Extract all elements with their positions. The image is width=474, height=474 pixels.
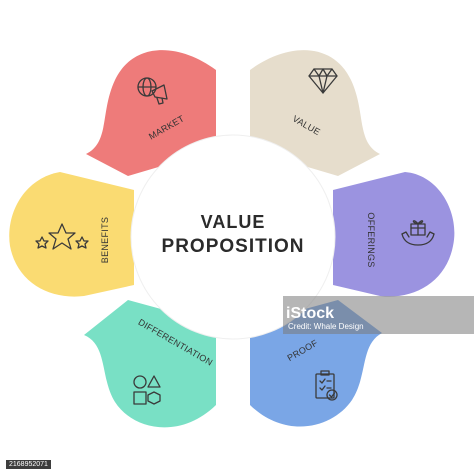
watermark-logo: iStock xyxy=(286,305,334,322)
hand-gift-box-icon xyxy=(401,220,435,246)
segment-value-shape xyxy=(250,50,380,176)
watermark-band xyxy=(283,296,474,334)
shapes-icon xyxy=(133,375,161,405)
megaphone-globe-icon xyxy=(137,77,168,105)
center-circle xyxy=(130,134,336,340)
segment-offerings-label: OFFERINGS xyxy=(366,212,376,267)
diamond-icon xyxy=(308,68,338,94)
segment-value: VALUE xyxy=(250,50,380,176)
watermark-credit: Credit: Whale Design xyxy=(288,322,364,331)
center-title-line1: VALUE xyxy=(201,212,266,232)
segment-benefits-label: BENEFITS xyxy=(100,217,110,263)
watermark: iStock Credit: Whale Design xyxy=(283,296,474,334)
segment-market: MARKET xyxy=(86,50,216,176)
center-title-line2: PROPOSITION xyxy=(162,236,305,257)
segment-benefits-shape xyxy=(9,172,134,297)
clipboard-checklist-icon xyxy=(315,370,338,401)
segment-market-shape xyxy=(86,50,216,176)
segment-offerings-shape xyxy=(333,172,455,297)
stock-id: 2168952071 xyxy=(6,460,51,469)
segment-benefits: BENEFITS xyxy=(9,172,134,297)
segment-offerings: OFFERINGS xyxy=(333,172,455,297)
stars-icon xyxy=(35,223,89,250)
segment-differentiation-shape xyxy=(84,300,216,428)
